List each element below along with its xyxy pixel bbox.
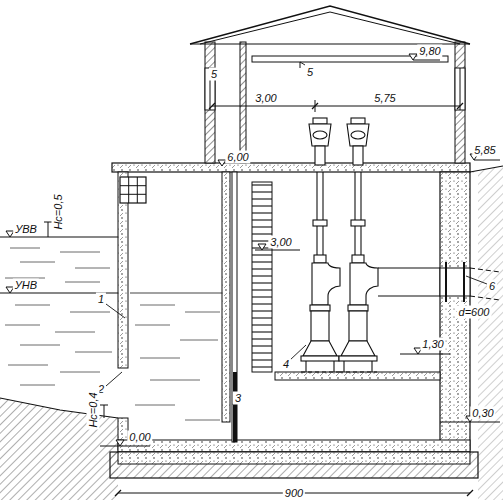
dimension-label: 3,00 bbox=[253, 92, 278, 105]
pipe-diameter-label: d=600 bbox=[457, 306, 492, 319]
callout-number: 5 bbox=[305, 66, 315, 79]
depth-label: Нс=0,4 bbox=[87, 390, 100, 429]
callout-number: 4 bbox=[281, 358, 291, 371]
elevation-mark: 5,85 bbox=[472, 144, 497, 157]
callout-number: 5 bbox=[209, 68, 219, 81]
callout-number: 1 bbox=[96, 293, 106, 306]
elevation-mark: 9,80 bbox=[417, 45, 442, 58]
callout-number: 6 bbox=[487, 280, 497, 293]
elevation-mark: 1,30 bbox=[420, 338, 445, 351]
dimension-label: 5,75 bbox=[372, 92, 397, 105]
callout-number: 3 bbox=[233, 392, 243, 405]
water-level-label: УНВ bbox=[13, 279, 39, 292]
dimension-label: 900 bbox=[283, 487, 305, 500]
depth-label: Нс=0,5 bbox=[52, 192, 65, 231]
water-level-label: УВВ bbox=[13, 223, 39, 236]
elevation-mark: 6,00 bbox=[225, 151, 250, 164]
elevation-mark: 0,00 bbox=[127, 431, 152, 444]
elevation-mark: 0,30 bbox=[470, 407, 495, 420]
elevation-mark: 3,00 bbox=[268, 236, 293, 249]
